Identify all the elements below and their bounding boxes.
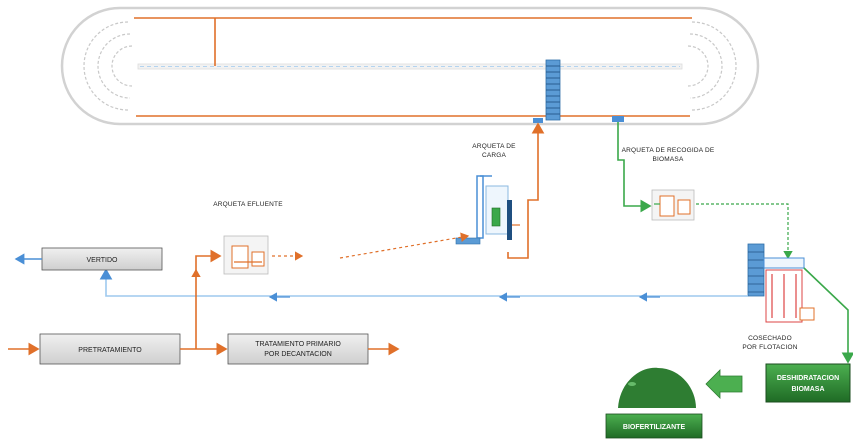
pretratamiento-box [39,333,181,365]
arqueta-recogida-tank [651,189,695,221]
arqueta-recogida-label: ARQUETA DE RECOGIDA DE BIOMASA [622,147,715,163]
svg-text:COSECHADO: COSECHADO [748,335,792,342]
pond-to-recogida-line [617,122,652,213]
arqueta-carga-tank [455,175,529,245]
pretratamiento-label: PRETRATAMIENTO [78,347,142,354]
biomass-output-arrow [705,369,743,399]
deshidratacion-label-1: DESHIDRATACION [777,375,839,382]
arqueta-carga-label: ARQUETA DE CARGA [472,143,516,159]
feed-line-to-pond [507,122,545,259]
biomass-pile-icon [618,367,696,408]
tratamiento-primario-box [227,333,369,365]
return-water-line [99,268,748,297]
deshidratacion-label-2: BIOMASA [791,386,824,393]
flotation-unit [747,243,815,323]
svg-text:ARQUETA DE RECOGIDA DE: ARQUETA DE RECOGIDA DE [622,147,715,154]
cosechado-label: COSECHADO POR FLOTACION [742,335,797,351]
flotation-to-dewatering-line [803,267,853,364]
svg-text:CARGA: CARGA [482,152,507,159]
tratamiento-primario-label-1: TRATAMIENTO PRIMARIO [255,341,341,348]
svg-text:BIOMASA: BIOMASA [652,156,683,163]
arqueta-efluente-tank [223,235,269,275]
svg-text:ARQUETA DE: ARQUETA DE [472,143,516,150]
recogida-to-flotation-line [696,203,793,260]
paddle-wheel-icon [545,59,561,121]
vertido-label: VERTIDO [87,257,119,264]
deshidratacion-box [765,363,851,403]
bypass-line [195,249,222,349]
biofertilizante-box [605,413,703,439]
tratamiento-primario-label-2: POR DECANTACION [264,351,332,358]
arqueta-efluente-label: ARQUETA EFLUENTE [213,201,283,208]
raceway-pond [60,6,760,126]
svg-text:POR FLOTACION: POR FLOTACION [742,344,797,351]
biofertilizante-label: BIOFERTILIZANTE [623,424,686,431]
